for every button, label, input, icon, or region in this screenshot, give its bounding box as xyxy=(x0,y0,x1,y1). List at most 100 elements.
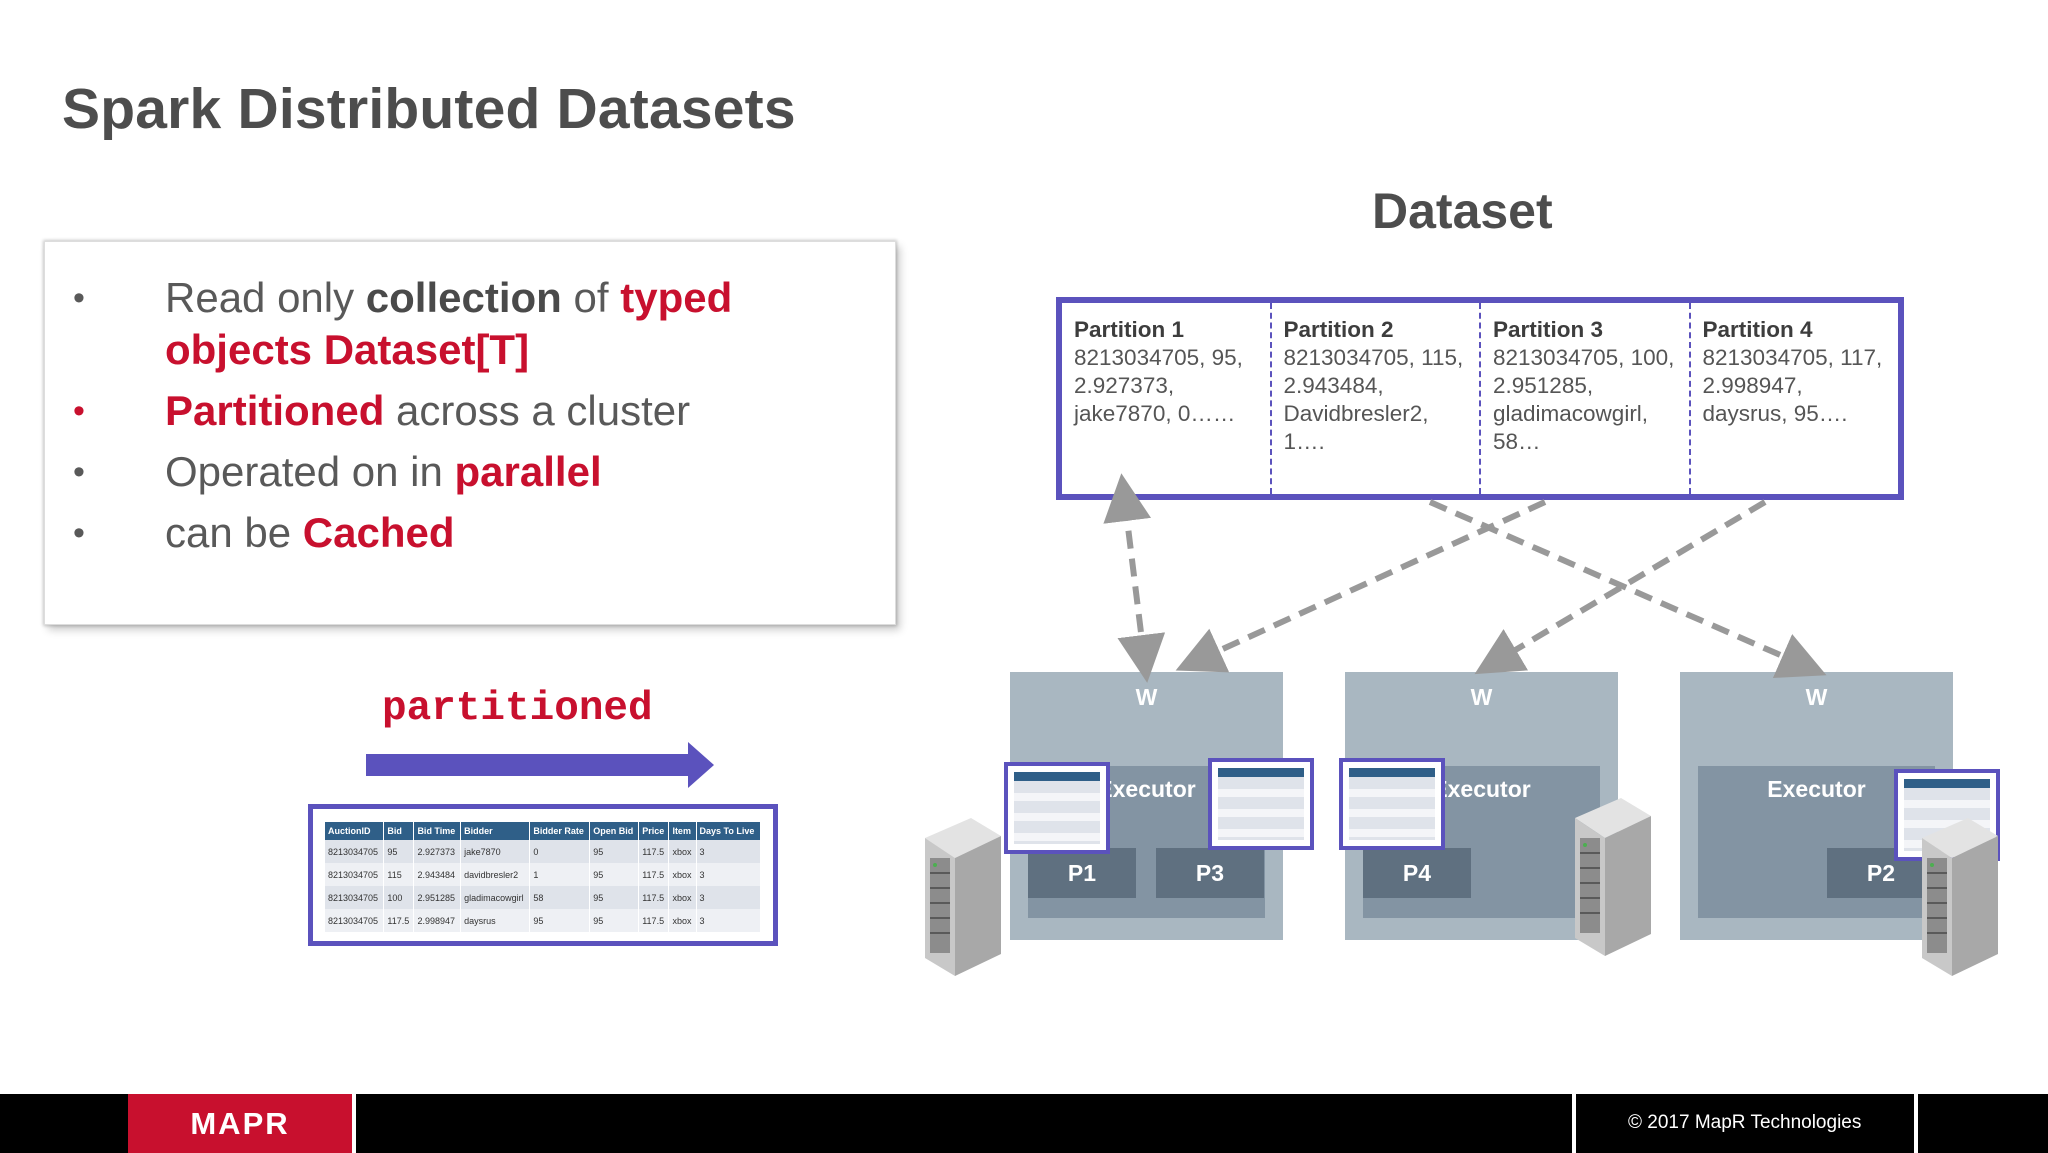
arrow-partition2-to-p2 xyxy=(1428,499,1827,678)
table-cell: 117.5 xyxy=(638,886,670,909)
table-cell: 117.5 xyxy=(638,909,670,932)
server-icon xyxy=(1922,818,1998,976)
table-cell: 95 xyxy=(589,886,640,909)
bullet-dot: • xyxy=(73,514,85,552)
partition-box-p3: P3 xyxy=(1156,848,1264,898)
bullet-text-segment: parallel xyxy=(454,448,602,495)
worker-label: W xyxy=(1805,684,1828,710)
bullet-text-segment: across a cluster xyxy=(384,387,691,434)
table-cell: 2.943484 xyxy=(413,863,462,886)
arrow-partition1-to-p1 xyxy=(1103,473,1166,683)
table-cell: 58 xyxy=(529,886,591,909)
copyright-text: © 2017 MapR Technologies xyxy=(1628,1112,1862,1133)
table-header-cell: Item xyxy=(668,822,697,840)
partition-records: 8213034705, 95, 2.927373, jake7870, 0…… xyxy=(1074,345,1243,426)
dataset-frame: Partition 1 8213034705, 95, 2.927373, jak… xyxy=(1056,297,1904,500)
partition-records: 8213034705, 117, 2.998947, daysrus, 95…. xyxy=(1702,345,1883,426)
partition-name: Partition 3 xyxy=(1493,317,1604,342)
cached-table-thumbnail xyxy=(1014,772,1100,844)
bullet-item: • can be Cached xyxy=(65,507,875,559)
partitioned-arrow-shaft xyxy=(366,754,690,776)
table-cell: davidbresler2 xyxy=(460,863,531,886)
bullet-dot: • xyxy=(73,279,85,317)
cached-table-thumbnail xyxy=(1349,768,1435,840)
partition-name: Partition 1 xyxy=(1074,317,1185,342)
bullet-text-segment: can be xyxy=(165,509,303,556)
bullet-list: • Read only collection of typed objects D… xyxy=(65,272,875,568)
table-cell: 95 xyxy=(589,840,640,863)
table-cell: xbox xyxy=(668,909,697,932)
table-cell: gladimacowgirl xyxy=(460,886,531,909)
table-cell: 117.5 xyxy=(383,909,415,932)
bullet-text-segment: Partitioned xyxy=(165,387,385,434)
table-header-cell: Bidder Rate xyxy=(529,822,591,840)
table-cell: 3 xyxy=(696,840,762,863)
bullet-text-segment: collection xyxy=(365,274,562,321)
table-cell: 95 xyxy=(529,909,591,932)
dataset-partition-2: Partition 2 8213034705, 115, 2.943484, Da… xyxy=(1272,303,1481,494)
bullet-item: •Operated on in parallel xyxy=(65,446,875,498)
cached-partition-p3 xyxy=(1208,758,1314,850)
partitioned-arrow-head xyxy=(688,742,714,788)
table-cell: xbox xyxy=(668,840,697,863)
table-cell: 8213034705 xyxy=(325,863,385,886)
table-cell: 117.5 xyxy=(638,840,670,863)
partition-name: Partition 4 xyxy=(1702,317,1813,342)
partition-name: Partition 2 xyxy=(1283,317,1394,342)
bullet-text-segment: Cached xyxy=(302,509,455,556)
arrow-partition4-to-p4 xyxy=(1474,499,1767,675)
partition-records: 8213034705, 115, 2.943484, Davidbresler2… xyxy=(1283,345,1464,454)
table-cell: 2.927373 xyxy=(413,840,462,863)
table-cell: 95 xyxy=(589,863,640,886)
table-cell: 0 xyxy=(529,840,591,863)
dataset-label: Dataset xyxy=(1372,183,1553,239)
bullet-text-segment: Read only xyxy=(165,274,366,321)
cached-partition-p1 xyxy=(1004,762,1110,854)
table-cell: 2.951285 xyxy=(413,886,462,909)
table-cell: 95 xyxy=(589,909,640,932)
table-cell: 2.998947 xyxy=(413,909,462,932)
bullet-item: • Partitioned across a cluster xyxy=(65,385,875,437)
partitioned-label: partitioned xyxy=(382,686,653,732)
table-header-cell: Bid xyxy=(383,822,415,840)
table-cell: 8213034705 xyxy=(325,840,385,863)
bullet-box: • Read only collection of typed objects D… xyxy=(44,241,896,625)
dataset-partition-4: Partition 4 8213034705, 117, 2.998947, da… xyxy=(1691,303,1899,494)
table-header-cell: Open Bid xyxy=(589,822,640,840)
table-cell: xbox xyxy=(668,863,697,886)
executor-label: Executor xyxy=(1097,776,1196,802)
table-cell: jake7870 xyxy=(460,840,531,863)
dataset-partition-3: Partition 3 8213034705, 100, 2.951285, gl… xyxy=(1481,303,1691,494)
slide-title: Spark Distributed Datasets xyxy=(62,77,796,141)
cached-partition-p4 xyxy=(1339,758,1445,850)
bullet-dot: • xyxy=(73,392,85,430)
table-cell: 100 xyxy=(383,886,415,909)
bullet-text-segment: of xyxy=(561,274,621,321)
mapr-logo: MAPR xyxy=(128,1094,352,1153)
footer-divider xyxy=(1914,1094,1918,1153)
footer-divider xyxy=(1572,1094,1576,1153)
table-header-cell: Days To Live xyxy=(696,822,762,840)
table-cell: 1 xyxy=(529,863,591,886)
worker-label: W xyxy=(1470,684,1493,710)
partition-records: 8213034705, 100, 2.951285, gladimacowgir… xyxy=(1493,345,1675,454)
footer-divider xyxy=(352,1094,356,1153)
table-header-cell: Price xyxy=(638,822,670,840)
bullet-text-segment: typed objects Dataset[T] xyxy=(165,274,733,373)
server-icon xyxy=(1575,798,1651,956)
dataset-partition-1: Partition 1 8213034705, 95, 2.927373, jak… xyxy=(1062,303,1272,494)
table-cell: 3 xyxy=(696,886,762,909)
table-cell: xbox xyxy=(668,886,697,909)
executor-label: Executor xyxy=(1432,776,1531,802)
worker-label: W xyxy=(1135,684,1158,710)
table-cell: 8213034705 xyxy=(325,909,385,932)
table-cell: daysrus xyxy=(460,909,531,932)
